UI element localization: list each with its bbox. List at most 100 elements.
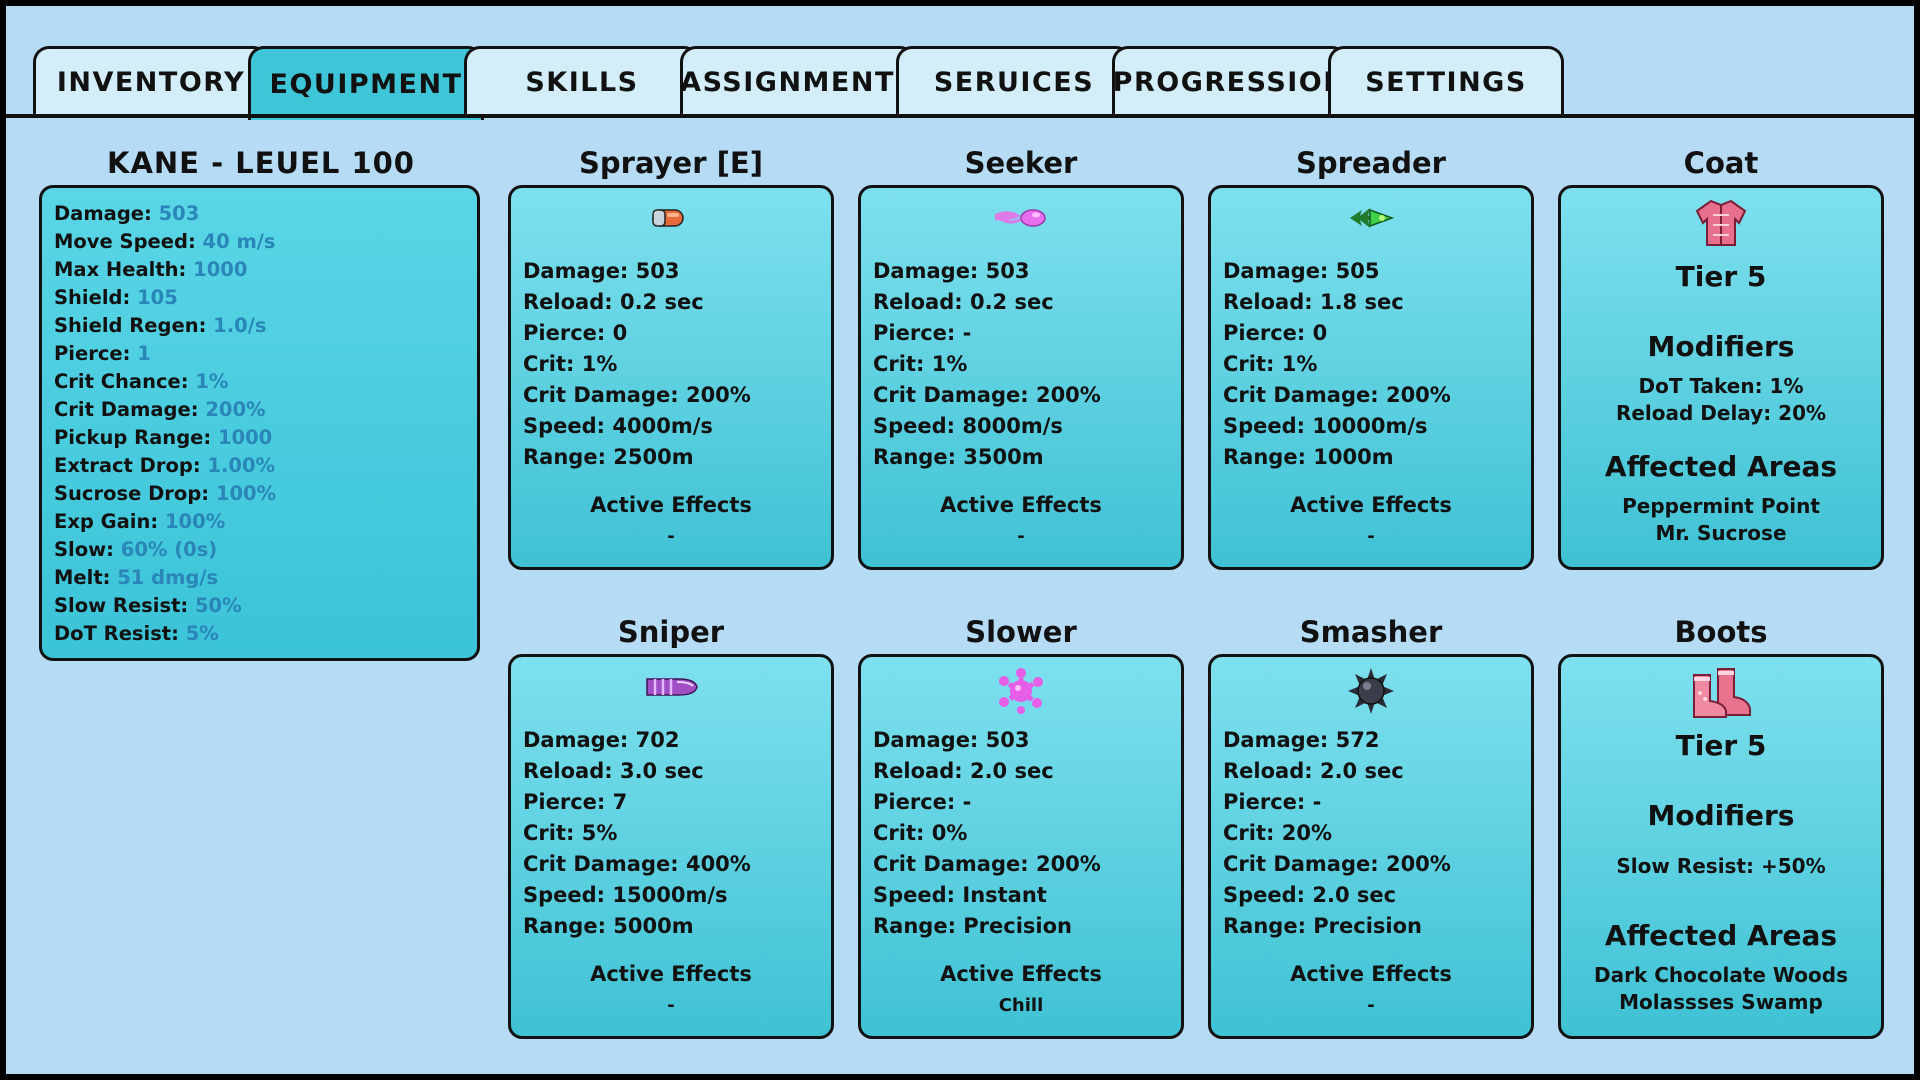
weapon-stat: Range: 2500m (523, 445, 694, 469)
weapon-stat: Range: Precision (873, 914, 1072, 938)
weapon-stat: Pierce: 0 (1223, 321, 1328, 345)
armor-title: Boots (1674, 615, 1768, 649)
weapon-stat: Damage: 503 (873, 259, 1030, 283)
player-stat-value: 50% (194, 594, 242, 617)
tab-assignments[interactable]: ASSIGNMENTS (680, 46, 916, 116)
weapon-stats: Damage: 503 Reload: 0.2 sec Pierce: - Cr… (873, 256, 1101, 473)
player-stat-label: Pierce: (54, 342, 131, 365)
weapon-stat: Speed: 2.0 sec (1223, 883, 1397, 907)
weapon-stat: Crit: 1% (873, 352, 968, 376)
weapon-title: Sniper (617, 615, 725, 649)
weapon-card-slower[interactable]: Damage: 503 Reload: 2.0 sec Pierce: - Cr… (858, 654, 1184, 1039)
modifiers-label: Modifiers (1647, 799, 1795, 832)
player-stat-label: Move Speed: (54, 230, 196, 253)
weapon-card-sprayer[interactable]: Damage: 503 Reload: 0.2 sec Pierce: 0 Cr… (508, 185, 834, 570)
player-stat-row: Move Speed: 40 m/s (54, 228, 465, 256)
weapon-stats: Damage: 503 Reload: 2.0 sec Pierce: - Cr… (873, 725, 1101, 942)
active-effects-label: Active Effects (940, 493, 1102, 517)
weapon-stat: Damage: 503 (873, 728, 1030, 752)
tab-skills[interactable]: SKILLS (464, 46, 700, 116)
player-stat-value: 40 m/s (202, 230, 276, 253)
weapon-card-spreader[interactable]: Damage: 505 Reload: 1.8 sec Pierce: 0 Cr… (1208, 185, 1534, 570)
affected-area: Mr. Sucrose (1655, 521, 1787, 545)
player-stat-row: DoT Resist: 5% (54, 620, 465, 648)
modifiers-list: Slow Resist: +50% (1561, 853, 1881, 880)
weapon-card-seeker[interactable]: Damage: 503 Reload: 0.2 sec Pierce: - Cr… (858, 185, 1184, 570)
weapon-stat: Damage: 572 (1223, 728, 1380, 752)
player-stat-row: Sucrose Drop: 100% (54, 480, 465, 508)
player-stat-row: Crit Damage: 200% (54, 396, 465, 424)
active-effects-value: - (667, 995, 675, 1016)
coat-icon (1561, 196, 1881, 250)
player-stat-label: Sucrose Drop: (54, 482, 210, 505)
tab-inventory[interactable]: INVENTORY (33, 46, 269, 116)
weapon-stat: Speed: 8000m/s (873, 414, 1063, 438)
player-stat-row: Damage: 503 (54, 200, 465, 228)
weapon-stat: Range: 1000m (1223, 445, 1394, 469)
seeker-projectile-icon (861, 196, 1181, 240)
weapon-stat: Reload: 2.0 sec (873, 759, 1054, 783)
weapon-stats: Damage: 505 Reload: 1.8 sec Pierce: 0 Cr… (1223, 256, 1451, 473)
weapon-stat: Crit: 20% (1223, 821, 1332, 845)
weapon-card-sniper[interactable]: Damage: 702 Reload: 3.0 sec Pierce: 7 Cr… (508, 654, 834, 1039)
tab-progression[interactable]: PROGRESSION (1112, 46, 1348, 116)
affected-area: Peppermint Point (1622, 494, 1820, 518)
tab-services[interactable]: SERUICES (896, 46, 1132, 116)
weapon-stat: Damage: 505 (1223, 259, 1380, 283)
player-stat-row: Max Health: 1000 (54, 256, 465, 284)
modifier: Slow Resist: +50% (1616, 854, 1826, 878)
weapon-title: Slower (965, 615, 1077, 649)
player-stat-value: 1 (137, 342, 151, 365)
active-effects-label: Active Effects (1290, 493, 1452, 517)
weapon-stat: Speed: 4000m/s (523, 414, 713, 438)
weapon-stat: Crit Damage: 200% (1223, 383, 1451, 407)
weapon-card-smasher[interactable]: Damage: 572 Reload: 2.0 sec Pierce: - Cr… (1208, 654, 1534, 1039)
armor-card-coat[interactable]: Tier 5 Modifiers DoT Taken: 1% Reload De… (1558, 185, 1884, 570)
player-stat-row: Shield Regen: 1.0/s (54, 312, 465, 340)
player-stat-value: 51 dmg/s (117, 566, 219, 589)
player-stat-value: 200% (205, 398, 266, 421)
affected-areas-label: Affected Areas (1604, 450, 1838, 483)
weapon-stat: Crit Damage: 200% (873, 852, 1101, 876)
weapon-stat: Damage: 702 (523, 728, 680, 752)
weapon-stat: Speed: Instant (873, 883, 1047, 907)
active-effects-value: - (1017, 526, 1025, 547)
tab-divider (6, 114, 1914, 118)
affected-areas-list: Peppermint Point Mr. Sucrose (1561, 493, 1881, 547)
modifiers-list: DoT Taken: 1% Reload Delay: 20% (1561, 373, 1881, 427)
player-stat-row: Exp Gain: 100% (54, 508, 465, 536)
active-effects-value: - (1367, 995, 1375, 1016)
weapon-stat: Pierce: 0 (523, 321, 628, 345)
weapon-stat: Pierce: 7 (523, 790, 628, 814)
weapon-stat: Reload: 0.2 sec (873, 290, 1054, 314)
weapon-stats: Damage: 503 Reload: 0.2 sec Pierce: 0 Cr… (523, 256, 751, 473)
player-stat-value: 100% (215, 482, 277, 505)
weapon-stat: Pierce: - (873, 321, 972, 345)
tab-settings[interactable]: SETTINGS (1328, 46, 1564, 116)
player-stat-label: Melt: (54, 566, 111, 589)
weapon-title: Sprayer [E] (579, 146, 763, 180)
player-stat-label: Shield: (54, 286, 131, 309)
player-stat-row: Pierce: 1 (54, 340, 465, 368)
player-stat-value: 1% (195, 370, 229, 393)
weapon-stat: Crit Damage: 200% (1223, 852, 1451, 876)
tab-equipment[interactable]: EQUIPMENT (248, 46, 484, 120)
weapon-stat: Reload: 3.0 sec (523, 759, 704, 783)
weapon-stat: Reload: 1.8 sec (1223, 290, 1404, 314)
player-stat-label: Damage: (54, 202, 152, 225)
active-effects-label: Active Effects (590, 493, 752, 517)
armor-tier: Tier 5 (1675, 729, 1767, 762)
player-stat-value: 1000 (193, 258, 248, 281)
player-stat-label: Exp Gain: (54, 510, 159, 533)
modifier: Reload Delay: 20% (1615, 401, 1827, 425)
weapon-stat: Crit: 1% (523, 352, 618, 376)
weapon-title: Spreader (1296, 146, 1446, 180)
spreader-projectile-icon (1211, 196, 1531, 240)
player-stat-value: 1000 (217, 426, 273, 449)
armor-card-boots[interactable]: Tier 5 Modifiers Slow Resist: +50% Affec… (1558, 654, 1884, 1039)
weapon-stats: Damage: 702 Reload: 3.0 sec Pierce: 7 Cr… (523, 725, 751, 942)
player-stat-value: 503 (158, 202, 200, 225)
affected-areas-label: Affected Areas (1604, 919, 1838, 952)
weapon-stat: Speed: 15000m/s (523, 883, 728, 907)
